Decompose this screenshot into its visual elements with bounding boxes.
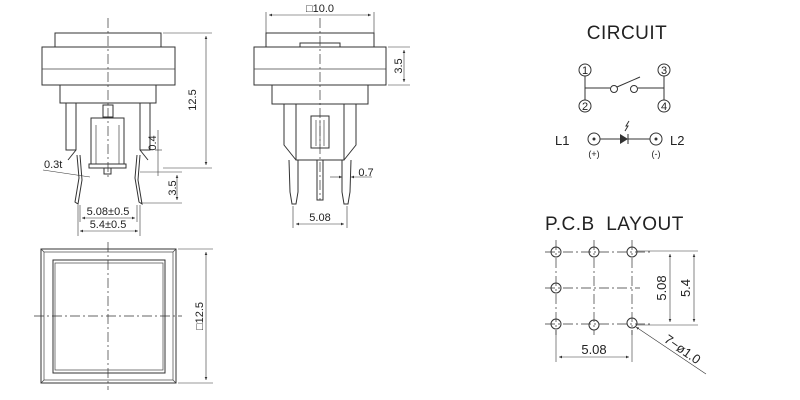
terminal-4: 4 [661, 101, 667, 113]
side-cap-height-dim: 3.5 [393, 58, 405, 73]
front-thickness-dim: 0.3t [44, 159, 62, 171]
top-size-dim: □12.5 [194, 302, 206, 330]
terminal-3: 3 [661, 65, 667, 77]
terminal-1: 1 [582, 65, 588, 77]
side-pin-spacing-dim: 5.08 [309, 212, 330, 224]
front-gap-dim: 0.4 [147, 135, 159, 150]
side-pin-width-dim: 0.7 [358, 167, 373, 179]
led-left-label: L1 [555, 133, 569, 148]
circuit-title: CIRCUIT [587, 23, 668, 44]
terminal-2: 2 [582, 101, 588, 113]
led-left-polarity: (+) [588, 149, 599, 159]
pcb-vertical-outer-dim: 5.4 [678, 279, 693, 297]
led-right-polarity: (-) [652, 149, 661, 159]
pcb-hole-spec: 7−ø1.0 [662, 331, 704, 367]
pcb-title: P.C.B LAYOUT [545, 214, 684, 235]
pcb-horizontal-dim: 5.08 [581, 342, 606, 357]
front-pin-length-dim: 3.5 [167, 180, 179, 195]
side-view [253, 12, 410, 228]
front-height-dim: 12.5 [187, 89, 199, 110]
front-inner-pin-spacing: 5.08±0.5 [87, 206, 130, 218]
pcb-layout-diagram [545, 240, 707, 375]
circuit-diagram [578, 63, 671, 146]
top-view [34, 242, 213, 390]
front-outer-pin-spacing: 5.4±0.5 [90, 219, 127, 231]
side-cap-width-dim: □10.0 [306, 3, 334, 15]
front-view [41, 18, 212, 236]
led-right-label: L2 [670, 133, 684, 148]
pcb-vertical-inner-dim: 5.08 [654, 275, 669, 300]
